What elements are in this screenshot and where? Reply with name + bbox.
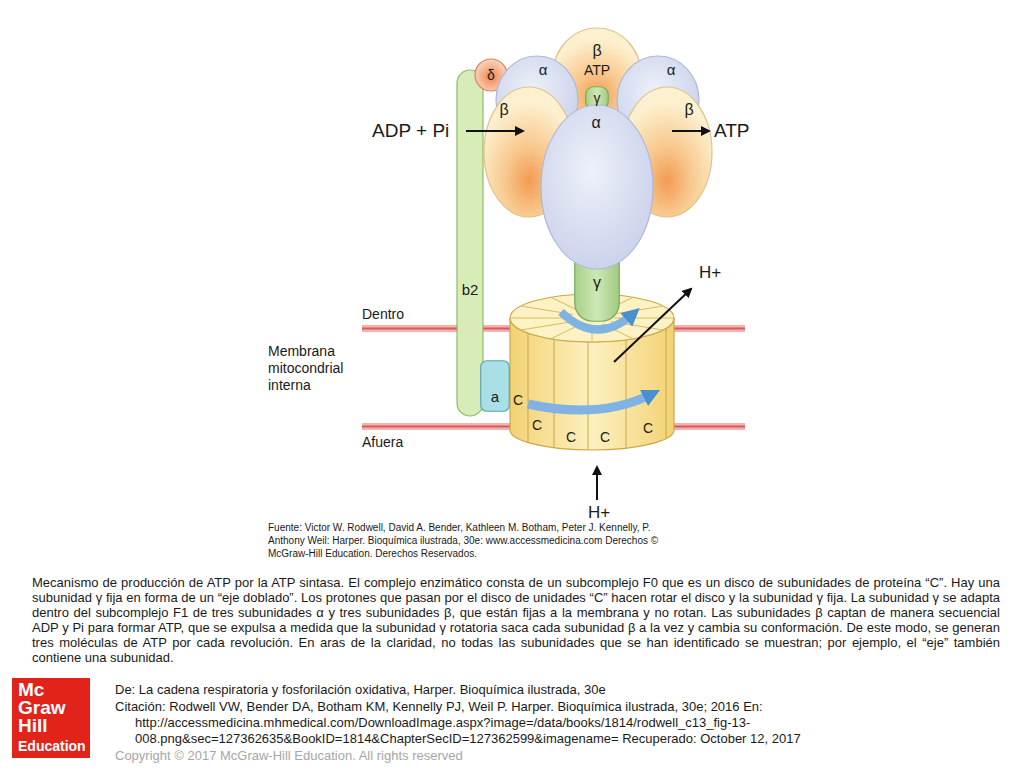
subunit-label: β: [499, 101, 508, 119]
copyright-note: Copyright © 2017 McGraw-Hill Education. …: [115, 749, 463, 764]
ring-segment: [626, 340, 627, 448]
proton-entry-arrow: [596, 467, 598, 500]
logo-box: [12, 678, 90, 758]
subunit-outline: [541, 105, 653, 269]
ring-segment: [521, 322, 573, 331]
subunit-label: C: [513, 392, 523, 408]
subunit-label: C: [643, 420, 653, 436]
proton-label: H+: [588, 503, 610, 523]
ring-segment: [528, 333, 529, 442]
subunit-label: a: [491, 388, 499, 405]
citation: Citación: Rodwell VW, Bender DA, Botham …: [115, 699, 910, 747]
a-subunit: a: [480, 360, 510, 412]
compartment-label: Dentro: [362, 306, 404, 322]
publisher-logo: Mc Graw HillEducation: [12, 678, 90, 758]
subunit-label: Mc Graw Hill: [18, 681, 66, 735]
product-label: ATP: [714, 120, 750, 142]
subunit-label: α: [667, 61, 676, 78]
proton-exit-arrow: [614, 289, 691, 362]
figure-caption: Mecanismo de producción de ATP por la AT…: [32, 575, 1000, 665]
substrate-label: ADP + Pi: [372, 120, 449, 142]
output-arrow: [672, 130, 709, 132]
input-arrow: [466, 130, 523, 132]
subunit-label: γ: [593, 274, 601, 292]
proton-label: H+: [699, 263, 721, 283]
subunit-label: b2: [462, 281, 479, 298]
subunit-label: δ: [487, 67, 495, 83]
alpha-subunit: α: [540, 104, 654, 270]
subunit-label: γ: [594, 90, 601, 106]
subunit-label: α: [591, 114, 600, 132]
membrane-label: Membrana mitocondrial interna: [268, 343, 343, 394]
rotation-arrow: [561, 312, 633, 330]
ring-body: [510, 318, 674, 450]
subunit-label: β: [592, 42, 601, 60]
source-note: Fuente: Victor W. Rodwell, David A. Bend…: [268, 521, 688, 560]
subunit-label: Education: [18, 738, 86, 754]
subunit-label: C: [566, 429, 576, 445]
subunit-label: C: [600, 429, 610, 445]
compartment-label: Afuera: [362, 434, 403, 450]
subunit-label: α: [539, 61, 548, 78]
ring-segment: [666, 328, 667, 438]
chapter-reference: De: La cadena respiratoria y fosforilaci…: [115, 683, 606, 698]
ring-segment: [510, 318, 570, 319]
ring-segment: [554, 339, 555, 447]
subunit-outline: [481, 361, 510, 412]
ring-segment: [588, 342, 589, 450]
subunit-label: β: [684, 101, 693, 119]
rotation-arrow: [528, 394, 652, 410]
subunit-label: C: [532, 417, 542, 433]
subunit-label: ATP: [584, 62, 610, 78]
stalk-outline: [457, 70, 483, 416]
